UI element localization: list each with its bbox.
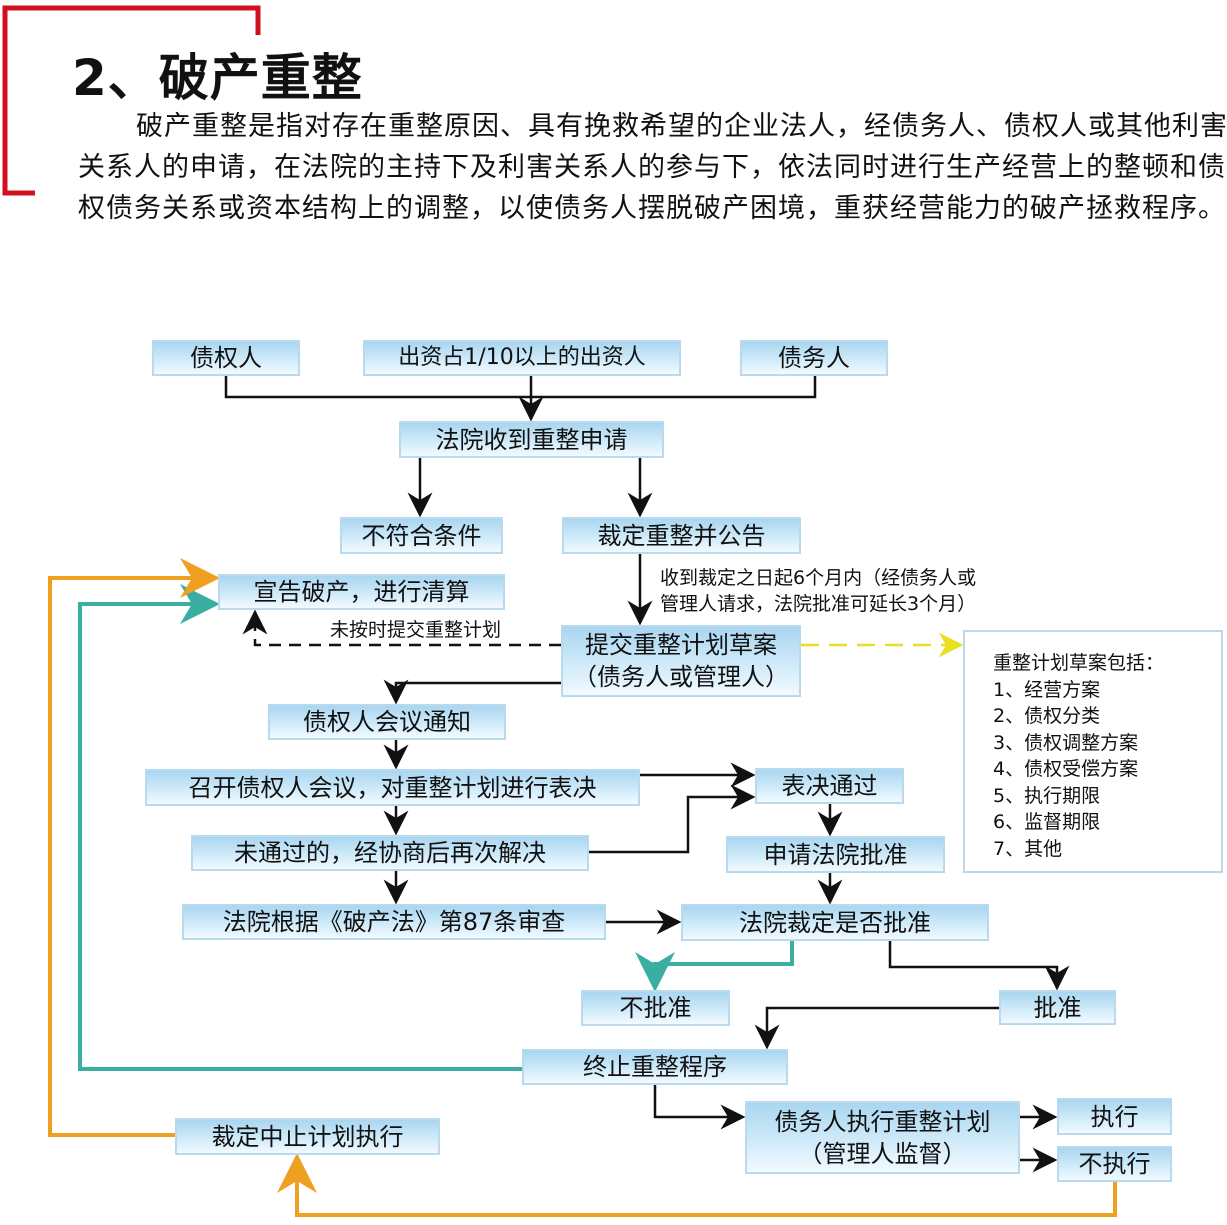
node-suspend: 裁定中止计划执行 xyxy=(175,1118,440,1155)
node-executed: 执行 xyxy=(1057,1098,1172,1135)
execute-line1: 债务人执行重整计划 xyxy=(774,1107,991,1136)
node-terminate: 终止重整程序 xyxy=(522,1049,788,1085)
plan-item: 3、债权调整方案 xyxy=(993,731,1139,754)
plan-item: 4、债权受偿方案 xyxy=(993,758,1139,780)
node-investor: 出资占1/10以上的出资人 xyxy=(363,340,681,376)
node-debtor: 债务人 xyxy=(740,340,888,376)
plan-item: 1、经营方案 xyxy=(993,678,1101,701)
red-frame xyxy=(2,5,261,196)
node-ruling: 裁定重整并公告 xyxy=(562,517,801,554)
node-meeting-vote: 召开债权人会议，对重整计划进行表决 xyxy=(145,769,640,806)
node-bankruptcy: 宣告破产，进行清算 xyxy=(218,574,505,610)
node-execute-plan: 债务人执行重整计划 （管理人监督） xyxy=(745,1101,1020,1174)
submit-plan-line2: （债务人或管理人） xyxy=(573,663,789,691)
plan-item: 6、监督期限 xyxy=(993,811,1101,833)
node-court-review: 法院根据《破产法》第87条审查 xyxy=(182,904,606,940)
execute-line2: （管理人监督） xyxy=(798,1139,967,1168)
section-title: 2、破产重整 xyxy=(72,49,363,107)
plan-contents-title: 重整计划草案包括： xyxy=(993,652,1165,674)
plan-item: 2、债权分类 xyxy=(993,705,1101,727)
plan-item: 7、其他 xyxy=(993,837,1063,860)
node-creditor: 债权人 xyxy=(152,340,300,376)
deadline-label-2: 管理人请求，法院批准可延长3个月） xyxy=(660,593,977,615)
node-not-approved: 不批准 xyxy=(581,990,730,1026)
node-court-decide: 法院裁定是否批准 xyxy=(681,904,989,941)
node-revote: 未通过的，经协商后再次解决 xyxy=(191,835,589,871)
node-apply-court: 申请法院批准 xyxy=(726,836,945,873)
node-meeting-notice: 债权人会议通知 xyxy=(268,704,506,740)
node-not-qualified: 不符合条件 xyxy=(340,517,503,554)
late-label: 未按时提交重整计划 xyxy=(330,619,502,641)
plan-contents-note: 重整计划草案包括： 1、经营方案 2、债权分类 3、债权调整方案 4、债权受偿方… xyxy=(963,630,1223,873)
node-not-executed: 不执行 xyxy=(1057,1146,1172,1182)
plan-item: 5、执行期限 xyxy=(993,784,1101,807)
node-approved: 批准 xyxy=(999,990,1116,1025)
definition-paragraph: 破产重整是指对存在重整原因、具有挽救希望的企业法人，经债务人、债权人或其他利害关… xyxy=(78,111,1227,224)
node-vote-passed: 表决通过 xyxy=(755,768,904,804)
node-submit-plan: 提交重整计划草案 （债务人或管理人） xyxy=(561,625,801,697)
deadline-label-1: 收到裁定之日起6个月内（经债务人或 xyxy=(660,567,977,589)
submit-plan-line1: 提交重整计划草案 xyxy=(585,631,777,659)
node-court-receive: 法院收到重整申请 xyxy=(399,421,664,458)
